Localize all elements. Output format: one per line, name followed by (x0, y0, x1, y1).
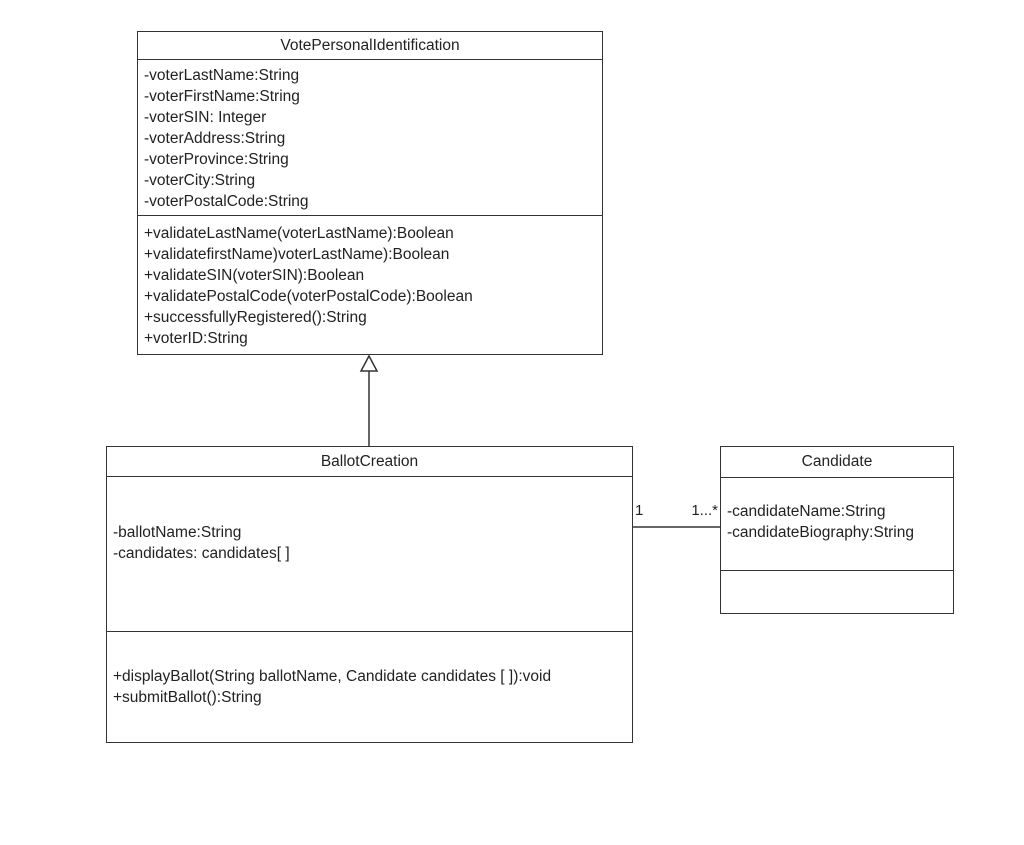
methods-section: +validateLastName(voterLastName):Boolean… (138, 216, 602, 354)
class-box-ballot-creation[interactable]: BallotCreation -ballotName:String -candid… (106, 446, 633, 743)
class-title: BallotCreation (107, 447, 632, 477)
generalization-connector[interactable] (359, 354, 379, 446)
method-line: +validateLastName(voterLastName):Boolean (144, 225, 454, 242)
attribute-line: -voterSIN: Integer (144, 109, 267, 126)
attribute-line: -voterFirstName:String (144, 88, 300, 105)
attribute-line: -voterPostalCode:String (144, 193, 309, 210)
attributes-section: -ballotName:String -candidates: candidate… (107, 477, 632, 632)
class-title: Candidate (721, 447, 953, 478)
class-box-vote-personal-identification[interactable]: VotePersonalIdentification -voterLastNam… (137, 31, 603, 355)
method-line: +displayBallot(String ballotName, Candid… (113, 668, 552, 685)
attribute-line: -voterLastName:String (144, 67, 300, 84)
method-line: +validatefirstName)voterLastName):Boolea… (144, 246, 450, 263)
class-title: VotePersonalIdentification (138, 32, 602, 60)
attribute-line: -voterCity:String (144, 172, 256, 189)
method-line: +validatePostalCode(voterPostalCode):Boo… (144, 288, 473, 305)
attribute-line: -ballotName:String (113, 524, 242, 541)
multiplicity-label-ballot-side: 1 (635, 502, 644, 519)
method-line: +voterID:String (144, 330, 248, 347)
attribute-line: -candidateBiography:String (727, 524, 914, 541)
methods-section-empty (721, 571, 953, 613)
attributes-section: -voterLastName:String -voterFirstName:Str… (138, 60, 602, 216)
multiplicity-label-candidate-side: 1...* (691, 502, 718, 519)
method-line: +submitBallot():String (113, 689, 262, 706)
attribute-line: -voterProvince:String (144, 151, 289, 168)
class-box-candidate[interactable]: Candidate -candidateName:String-candidat… (720, 446, 954, 614)
attribute-line: -candidates: candidates[ ] (113, 545, 290, 562)
attributes-section: -candidateName:String -candidateBiography… (721, 478, 953, 571)
methods-section: +displayBallot(String ballotName, Candid… (107, 632, 632, 742)
hollow-triangle-arrowhead (359, 354, 379, 372)
method-line: +validateSIN(voterSIN):Boolean (144, 267, 365, 284)
method-line: +successfullyRegistered():String (144, 309, 367, 326)
attribute-line: -voterAddress:String (144, 130, 286, 147)
attribute-line: -candidateName:String (727, 503, 886, 520)
